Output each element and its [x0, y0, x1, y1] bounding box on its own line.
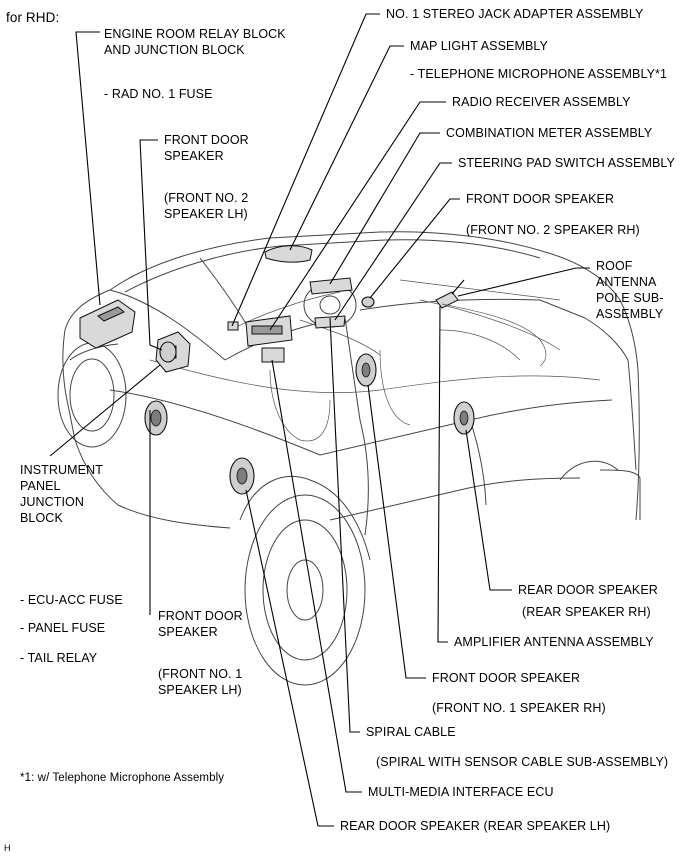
label-spiral-sub-assembly: (SPIRAL WITH SENSOR CABLE SUB-ASSEMBLY) — [376, 755, 669, 769]
speaker-rear-rh — [453, 401, 475, 435]
variant-title: for RHD: — [6, 10, 60, 25]
label-radio-receiver: RADIO RECEIVER ASSEMBLY — [452, 95, 631, 109]
label-ecu-acc-fuse: - ECU-ACC FUSE — [20, 593, 123, 607]
speaker-front-lh — [144, 400, 168, 436]
label-front-no1-speaker-lh: (FRONT NO. 1 SPEAKER LH) — [158, 667, 243, 697]
leader-lines — [49, 13, 590, 827]
label-instrument-panel-junction-block: INSTRUMENT PANEL JUNCTION BLOCK — [20, 463, 103, 525]
label-rear-door-speaker-rh: REAR DOOR SPEAKER — [518, 583, 658, 597]
label-front-door-speaker-lh-lower: FRONT DOOR SPEAKER — [158, 609, 243, 639]
label-multimedia-interface-ecu: MULTI-MEDIA INTERFACE ECU — [368, 785, 554, 799]
label-panel-fuse: - PANEL FUSE — [20, 621, 106, 635]
footnote: *1: w/ Telephone Microphone Assembly — [20, 772, 225, 784]
corner-mark: H — [4, 843, 11, 853]
label-steering-pad-switch: STEERING PAD SWITCH ASSEMBLY — [458, 156, 675, 170]
label-rad-no1-fuse: - RAD NO. 1 FUSE — [104, 87, 213, 101]
label-roof-antenna: ROOF ANTENNA POLE SUB- ASSEMBLY — [596, 259, 664, 321]
label-combination-meter: COMBINATION METER ASSEMBLY — [446, 126, 653, 140]
speaker-front-rh — [355, 353, 377, 387]
label-engine-room-relay-block: ENGINE ROOM RELAY BLOCK AND JUNCTION BLO… — [104, 27, 286, 57]
speaker-front-lh-upper — [159, 341, 177, 363]
label-front-no2-speaker-lh: (FRONT NO. 2 SPEAKER LH) — [164, 191, 249, 221]
label-map-light: MAP LIGHT ASSEMBLY — [410, 39, 548, 53]
label-front-no1-speaker-rh: (FRONT NO. 1 SPEAKER RH) — [432, 701, 606, 715]
speaker-rear-lh — [229, 457, 255, 495]
label-rear-speaker-rh: (REAR SPEAKER RH) — [522, 605, 651, 619]
label-amplifier-antenna: AMPLIFIER ANTENNA ASSEMBLY — [454, 635, 654, 649]
label-front-door-speaker-rh-lower: FRONT DOOR SPEAKER — [432, 671, 581, 685]
label-spiral-cable: SPIRAL CABLE — [366, 725, 456, 739]
label-front-door-speaker-lh-upper: FRONT DOOR SPEAKER — [164, 133, 249, 163]
label-tail-relay: - TAIL RELAY — [20, 651, 98, 665]
label-stereo-jack-adapter: NO. 1 STEREO JACK ADAPTER ASSEMBLY — [386, 7, 644, 21]
car-body — [62, 231, 641, 536]
label-front-door-speaker-rh-upper: FRONT DOOR SPEAKER — [466, 192, 615, 206]
label-telephone-microphone: - TELEPHONE MICROPHONE ASSEMBLY*1 — [410, 67, 668, 81]
label-front-no2-speaker-rh: (FRONT NO. 2 SPEAKER RH) — [466, 223, 640, 237]
label-rear-door-speaker-lh: REAR DOOR SPEAKER (REAR SPEAKER LH) — [340, 819, 611, 833]
components — [79, 245, 547, 495]
